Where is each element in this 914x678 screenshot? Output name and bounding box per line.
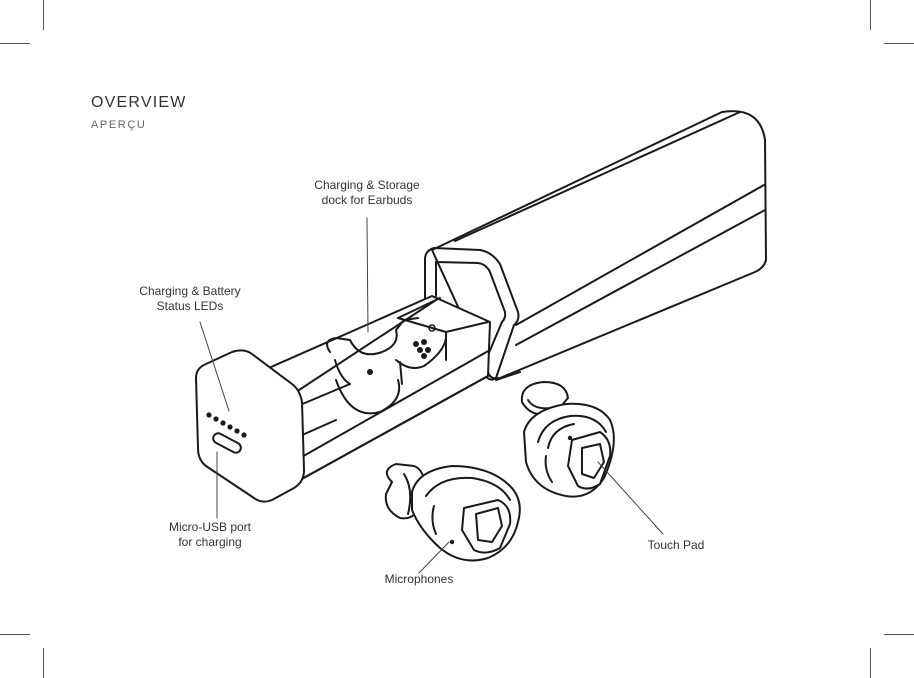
crop-mark: [43, 648, 44, 678]
callout-usb-line2: for charging: [178, 535, 242, 549]
callout-leds: Charging & Battery Status LEDs: [128, 284, 252, 314]
crop-mark: [884, 634, 914, 635]
callout-usb-line1: Micro-USB port: [168, 520, 251, 534]
page-title: OVERVIEW: [91, 94, 187, 111]
page-subtitle: APERÇU: [91, 119, 147, 131]
callout-microphones-line1: Microphones: [384, 572, 454, 586]
callout-leds-line2: Status LEDs: [156, 299, 224, 313]
crop-mark: [0, 43, 30, 44]
callout-microphones: Microphones: [372, 572, 466, 587]
dock-contact-pins: [367, 324, 436, 375]
crop-mark: [870, 0, 871, 30]
leader-touchpad: [597, 461, 664, 535]
case-lid: [424, 110, 767, 381]
status-led-dots: [206, 412, 247, 438]
crop-mark: [884, 43, 914, 44]
leader-dock: [366, 217, 369, 333]
crop-mark: [870, 648, 871, 678]
callout-touchpad: Touch Pad: [636, 538, 716, 553]
earbud-right: [520, 381, 615, 498]
callout-dock-line1: Charging & Storage: [314, 178, 420, 192]
callout-leds-line1: Charging & Battery: [139, 284, 241, 298]
callout-touchpad-line1: Touch Pad: [647, 538, 705, 552]
callout-dock-line2: dock for Earbuds: [321, 193, 413, 207]
callout-dock: Charging & Storage dock for Earbuds: [305, 178, 429, 208]
callout-usb: Micro-USB port for charging: [150, 520, 270, 550]
callout-leaders: [199, 217, 664, 574]
leader-leds: [199, 321, 230, 412]
earbud-left: [384, 463, 521, 562]
crop-mark: [43, 0, 44, 30]
case-end-cap: [195, 349, 305, 503]
micro-usb-port: [212, 432, 242, 454]
crop-mark: [0, 634, 30, 635]
leader-microphones: [418, 541, 450, 574]
